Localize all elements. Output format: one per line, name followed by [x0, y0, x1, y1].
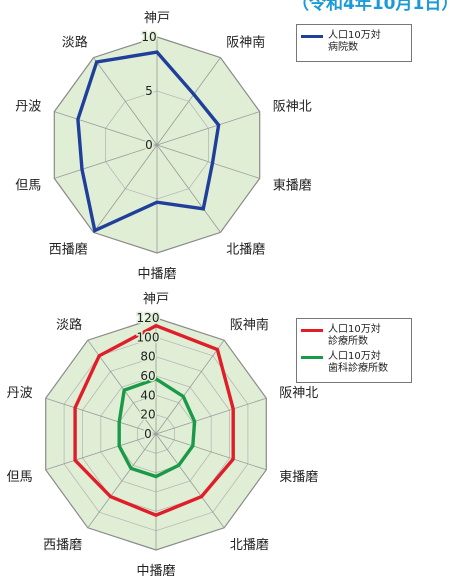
legend-label-clinics-line2: 診療所数: [328, 336, 368, 347]
radar-0-category-label-5: 中播磨: [137, 267, 176, 282]
radar-1-tick-label-0: 0: [144, 427, 152, 441]
radar-0-category-label-1: 阪神南: [226, 34, 265, 50]
radar-0-tick-label-0: 0: [145, 138, 153, 152]
radar-0-tick-label-2: 10: [141, 30, 156, 44]
radar-1-tick-label-5: 100: [137, 330, 160, 344]
radar-1-category-label-0: 神戸: [143, 292, 169, 307]
legend-swatch-hospitals: [301, 35, 323, 38]
radar-1-category-label-3: 東播磨: [279, 469, 318, 485]
legend-item-dental: 人口10万対 歯科診療所数: [301, 351, 405, 375]
legend-label-dental-line1: 人口10万対: [328, 351, 381, 362]
legend-clinics: 人口10万対 診療所数 人口10万対 歯科診療所数: [296, 318, 412, 383]
radar-0-category-label-4: 北播磨: [226, 243, 265, 258]
radar-1-category-label-2: 阪神北: [279, 386, 318, 401]
radar-1-series-clinics: [73, 323, 235, 518]
legend-label-dental-line2: 歯科診療所数: [328, 363, 388, 374]
legend-swatch-dental: [301, 356, 323, 359]
radar-0-category-label-0: 神戸: [144, 11, 170, 26]
radar-1-category-label-4: 北播磨: [230, 538, 269, 553]
radar-0-category-label-3: 東播磨: [273, 178, 312, 194]
radar-1-category-label-5: 中播磨: [136, 564, 175, 576]
radar-1-category-label-1: 阪神南: [230, 317, 269, 333]
legend-item-hospitals: 人口10万対 病院数: [301, 30, 405, 54]
radar-1-category-label-8: 丹波: [7, 386, 33, 401]
radar-1-category-label-6: 西播磨: [43, 538, 82, 553]
radar-0-spoke-6: [93, 144, 158, 233]
legend-swatch-clinics: [301, 329, 323, 332]
radar-0-spoke-8: [54, 111, 158, 146]
legend-item-clinics: 人口10万対 診療所数: [301, 324, 405, 348]
radar-0-category-label-7: 但馬: [15, 179, 41, 194]
radar-1-spoke-8: [45, 397, 157, 435]
radar-0-spoke-2: [156, 111, 260, 146]
radar-0-spoke-9: [93, 57, 158, 146]
legend-label-clinics-line1: 人口10万対: [328, 324, 381, 335]
radar-0-category-label-9: 淡路: [62, 34, 88, 50]
radar-1-category-label-7: 但馬: [7, 470, 33, 485]
radar-0-category-label-6: 西播磨: [49, 243, 88, 258]
radar-1-tick-label-4: 80: [140, 350, 155, 364]
radar-0-spoke-1: [156, 57, 221, 146]
radar-1-tick-label-1: 20: [140, 408, 155, 422]
radar-1-spoke-2: [155, 397, 267, 435]
radar-1-spoke-4: [155, 433, 225, 529]
radar-0-spoke-4: [156, 144, 221, 233]
radar-1-tick-label-3: 60: [140, 369, 155, 383]
radar-1-spoke-1: [155, 339, 225, 435]
radar-0-category-label-2: 阪神北: [273, 99, 312, 114]
radar-0-spoke-3: [156, 144, 260, 179]
radar-1-spoke-6: [87, 433, 157, 529]
radar-1-series-dental: [117, 377, 197, 479]
legend-label-hospitals-line2: 病院数: [328, 42, 358, 53]
radar-1-spoke-3: [155, 433, 267, 471]
radar-0-spoke-7: [54, 144, 158, 179]
radar-1-tick-label-6: 120: [137, 311, 160, 325]
radar-0-series-hospitals: [76, 50, 221, 234]
radar-1-category-label-9: 淡路: [56, 317, 82, 333]
radar-0-category-label-8: 丹波: [15, 99, 41, 114]
radar-0-tick-label-1: 5: [145, 84, 153, 98]
header-date-fragment: （令和4年10月1日）: [292, 0, 459, 14]
legend-hospitals: 人口10万対 病院数: [296, 24, 412, 62]
legend-label-hospitals-line1: 人口10万対: [328, 30, 381, 41]
radar-1-tick-label-2: 40: [140, 388, 155, 402]
radar-1-spoke-7: [45, 433, 157, 471]
